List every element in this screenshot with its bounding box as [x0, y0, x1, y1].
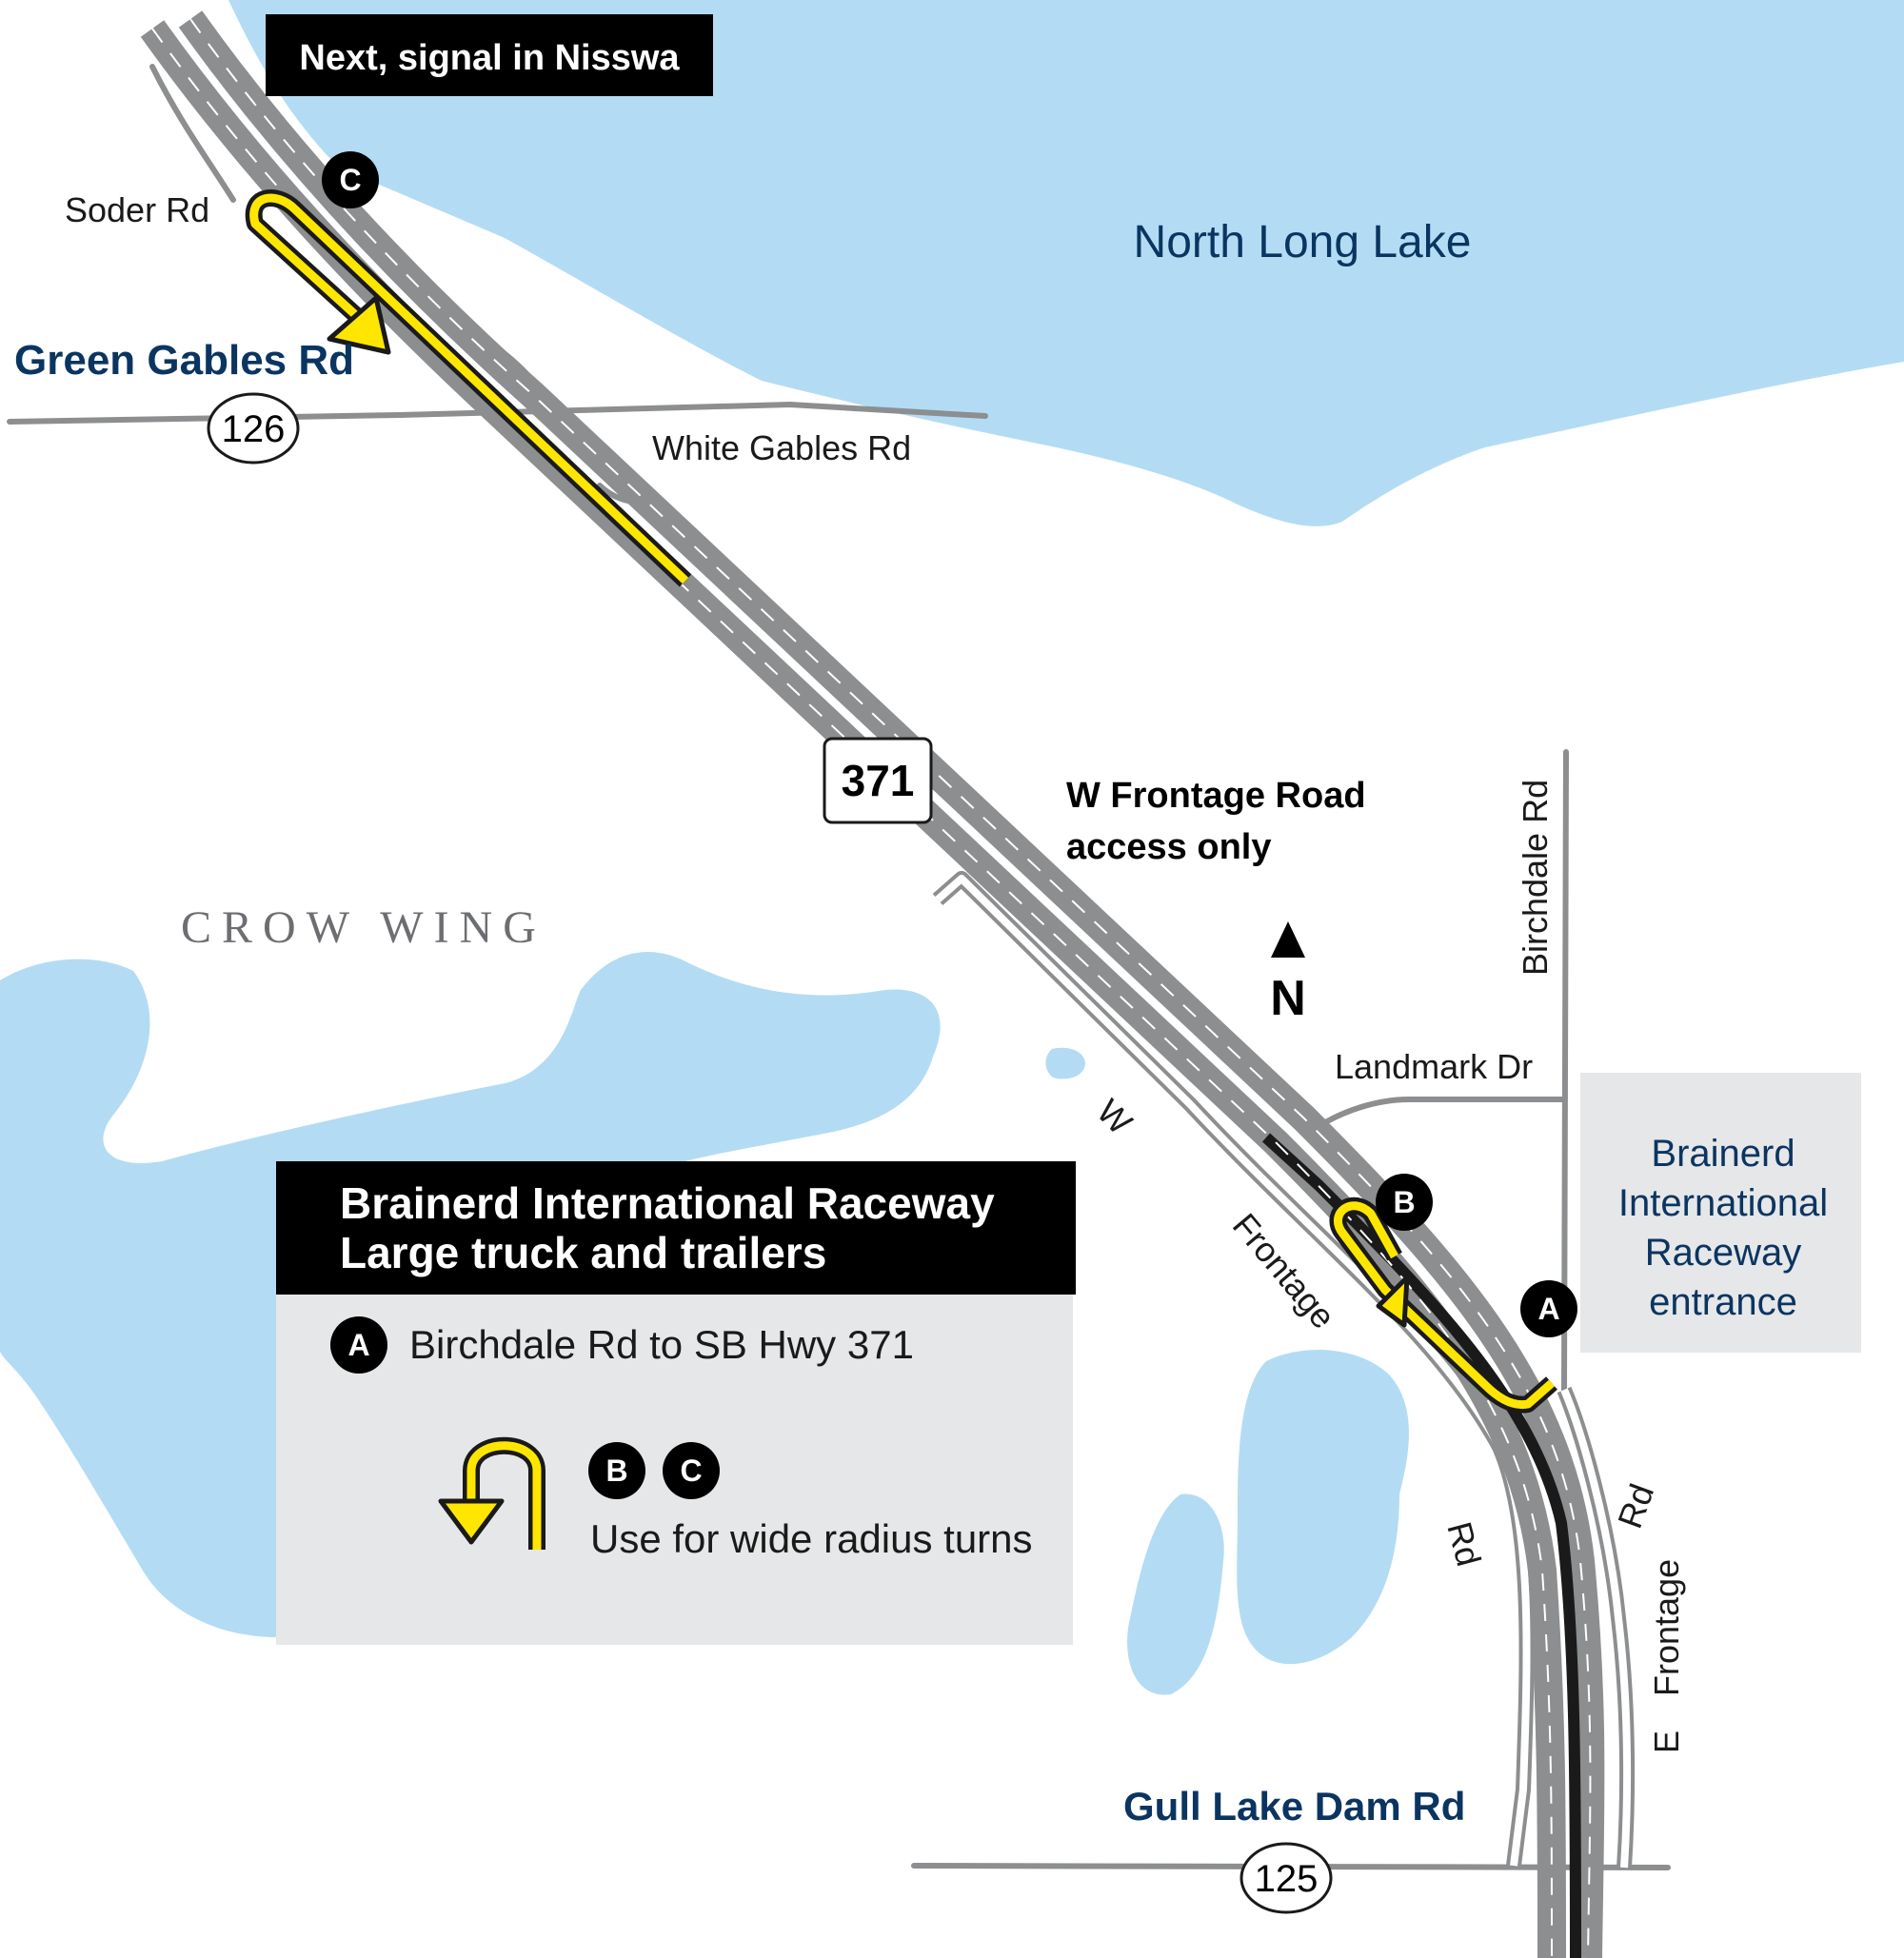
svg-text:A: A	[1537, 1292, 1559, 1326]
label-soder-rd: Soder Rd	[65, 190, 209, 229]
label-green-gables-rd: Green Gables Rd	[14, 337, 354, 384]
svg-text:N: N	[1270, 971, 1306, 1026]
svg-text:W Frontage Road: W Frontage Road	[1066, 776, 1366, 816]
road-birchdale	[1561, 749, 1569, 1393]
pond-small	[1045, 1047, 1085, 1079]
north-long-lake	[228, 0, 1904, 526]
label-landmark-dr: Landmark Dr	[1335, 1047, 1533, 1086]
legend-item-bc: B C Use for wide radius turns	[438, 1436, 1033, 1561]
svg-text:B: B	[605, 1454, 627, 1488]
road-e-frontage-inner	[1560, 1388, 1632, 1869]
hwy-lane-dash-nb	[189, 18, 1592, 1958]
route-c-arrowhead	[327, 295, 391, 355]
signal-banner: Next, signal in Nisswa	[266, 14, 713, 96]
legend-item-a: A Birchdale Rd to SB Hwy 371	[330, 1316, 914, 1374]
truck-route-c	[245, 189, 692, 587]
svg-text:371: 371	[842, 756, 915, 805]
label-white-gables-rd: White Gables Rd	[652, 428, 911, 467]
region-label-crow-wing: CROW WING	[181, 902, 546, 953]
sw-lake	[0, 952, 941, 1637]
svg-text:Brainerd: Brainerd	[1651, 1133, 1795, 1175]
road-landmark	[1306, 1097, 1567, 1136]
svg-text:Raceway: Raceway	[1645, 1232, 1802, 1274]
label-birchdale-rd: Birchdale Rd	[1516, 780, 1555, 976]
label-w-frontage-frontage: Frontage	[1225, 1206, 1343, 1336]
svg-text:C: C	[339, 163, 361, 197]
water-layer	[0, 0, 1904, 1695]
svg-text:access only: access only	[1066, 827, 1271, 867]
road-green-white-gables	[7, 401, 988, 425]
road-soder	[149, 64, 236, 203]
svg-text:C: C	[680, 1454, 702, 1488]
svg-text:125: 125	[1255, 1858, 1319, 1900]
label-e-frontage-rd: Rd	[1610, 1478, 1661, 1533]
svg-text:International: International	[1618, 1182, 1828, 1224]
marker-a: A	[1520, 1280, 1577, 1337]
svg-text:Use for wide radius turns: Use for wide radius turns	[590, 1516, 1033, 1561]
pond-south	[1127, 1493, 1224, 1695]
shield-371: 371	[823, 737, 933, 824]
north-arrow: N	[1270, 921, 1306, 1026]
lake-label-north-long: North Long Lake	[1134, 217, 1472, 267]
u-turn-icon	[438, 1436, 545, 1550]
legend-title-1: Brainerd International Raceway	[340, 1178, 995, 1228]
note-w-frontage: W Frontage Road access only	[1066, 776, 1366, 867]
label-w-frontage-rd: Rd	[1439, 1517, 1489, 1570]
legend-title-2: Large truck and trailers	[340, 1228, 826, 1277]
shield-125: 125	[1240, 1842, 1333, 1914]
svg-text:entrance: entrance	[1649, 1281, 1797, 1323]
hwy-lane-dash-sb	[151, 28, 1553, 1958]
svg-text:B: B	[1393, 1185, 1415, 1219]
svg-text:Next, signal in Nisswa: Next, signal in Nisswa	[299, 38, 680, 78]
marker-b: B	[1376, 1174, 1433, 1231]
label-gull-lake-dam-rd: Gull Lake Dam Rd	[1123, 1784, 1465, 1829]
shield-126: 126	[207, 392, 300, 465]
label-e-frontage-e: E	[1647, 1731, 1686, 1753]
legend-header	[276, 1161, 1076, 1295]
truck-route-b-a	[1329, 1197, 1557, 1414]
svg-text:A: A	[347, 1328, 369, 1362]
label-w-frontage-w: W	[1089, 1092, 1140, 1142]
marker-c: C	[322, 151, 379, 208]
label-e-frontage-frontage: Frontage	[1647, 1559, 1686, 1696]
legend: Brainerd International Raceway Large tru…	[276, 1161, 1076, 1645]
svg-text:Birchdale Rd to SB Hwy 371: Birchdale Rd to SB Hwy 371	[409, 1322, 914, 1367]
pond-large	[1237, 1350, 1409, 1665]
raceway-entrance-box: Brainerd International Raceway entrance	[1580, 1073, 1861, 1353]
route-b-arrowhead	[1376, 1275, 1410, 1328]
north-arrow-icon	[1271, 921, 1305, 958]
svg-text:126: 126	[222, 408, 286, 450]
